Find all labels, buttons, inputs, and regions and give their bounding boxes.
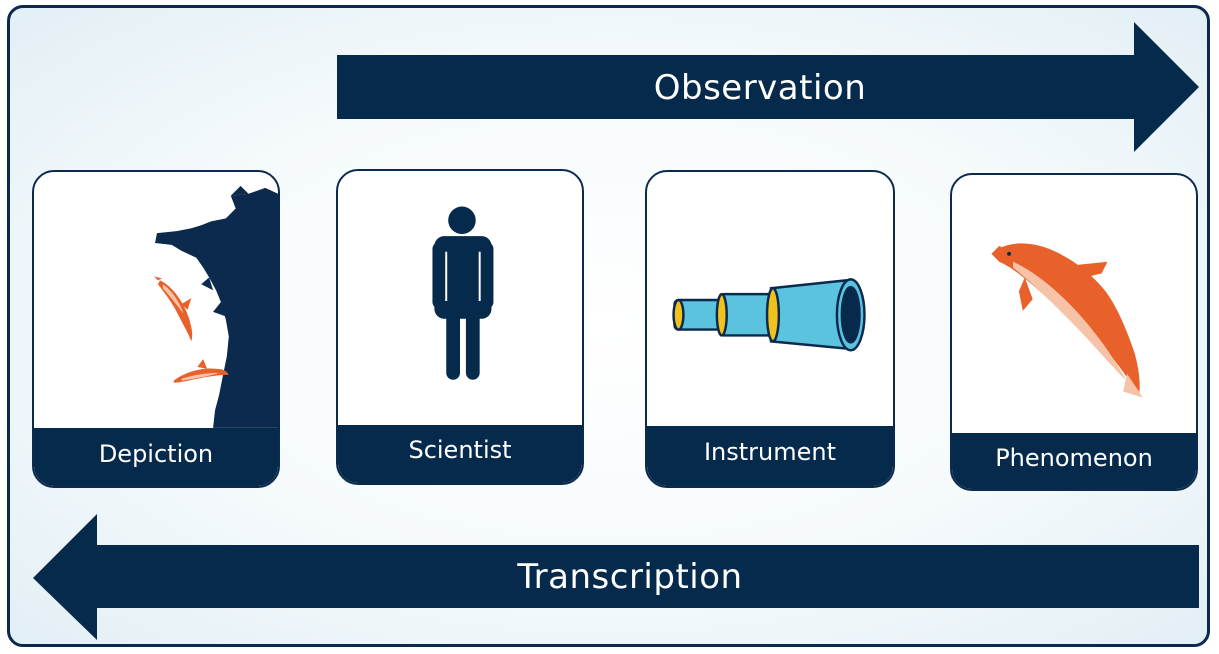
- card-label-scientist: Scientist: [338, 425, 582, 483]
- observation-arrow: [337, 22, 1199, 152]
- dolphin-icon: [991, 243, 1143, 398]
- small-dolphin-1-icon: [154, 276, 193, 342]
- coastline-map-icon: [154, 185, 278, 428]
- card-label-phenomenon: Phenomenon: [952, 433, 1196, 489]
- small-dolphin-2-icon: [173, 359, 229, 383]
- person-icon: [432, 206, 494, 380]
- card-scientist: Scientist: [336, 169, 584, 485]
- transcription-arrow: [33, 514, 1199, 640]
- card-depiction: Depiction: [32, 170, 280, 488]
- card-label-depiction: Depiction: [34, 428, 278, 486]
- card-instrument: Instrument: [645, 170, 895, 488]
- transcription-label: Transcription: [517, 557, 743, 597]
- telescope-icon: [672, 278, 866, 352]
- card-phenomenon: Phenomenon: [950, 173, 1198, 491]
- observation-label: Observation: [653, 68, 867, 108]
- card-label-instrument: Instrument: [647, 426, 893, 486]
